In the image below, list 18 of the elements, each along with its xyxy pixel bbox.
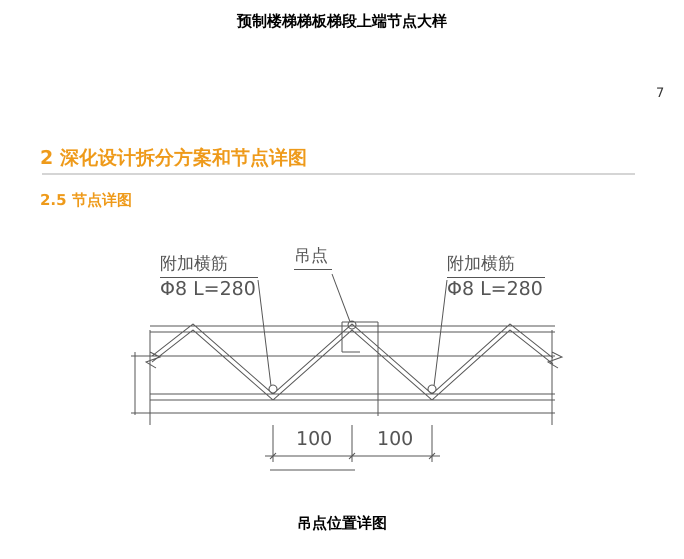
leader-label: 吊点 <box>294 244 332 270</box>
page-number: 7 <box>656 86 664 101</box>
subsection-heading: 2.5 节点详图 <box>40 191 132 210</box>
leader-line <box>434 280 448 386</box>
section-heading: 2 深化设计拆分方案和节点详图 <box>40 146 307 171</box>
leader-line <box>332 274 350 322</box>
caption: 吊点位置详图 <box>296 514 388 533</box>
dimension-label: 100 <box>296 428 332 450</box>
lifting-point-marker <box>268 384 278 394</box>
dimension-label: 100 <box>377 428 414 450</box>
page-title: 预制楼梯梯板梯段上端节点大样 <box>236 12 448 31</box>
lifting-point-marker <box>348 320 356 330</box>
leader-label: 附加横筋 <box>160 252 258 278</box>
lifting-point-marker <box>428 384 436 394</box>
rebar-spec: Φ8 L=280 <box>447 278 544 300</box>
leader-line <box>258 280 272 386</box>
leader-label: 附加横筋 <box>447 252 545 278</box>
rebar-spec: Φ8 L=280 <box>160 278 257 300</box>
